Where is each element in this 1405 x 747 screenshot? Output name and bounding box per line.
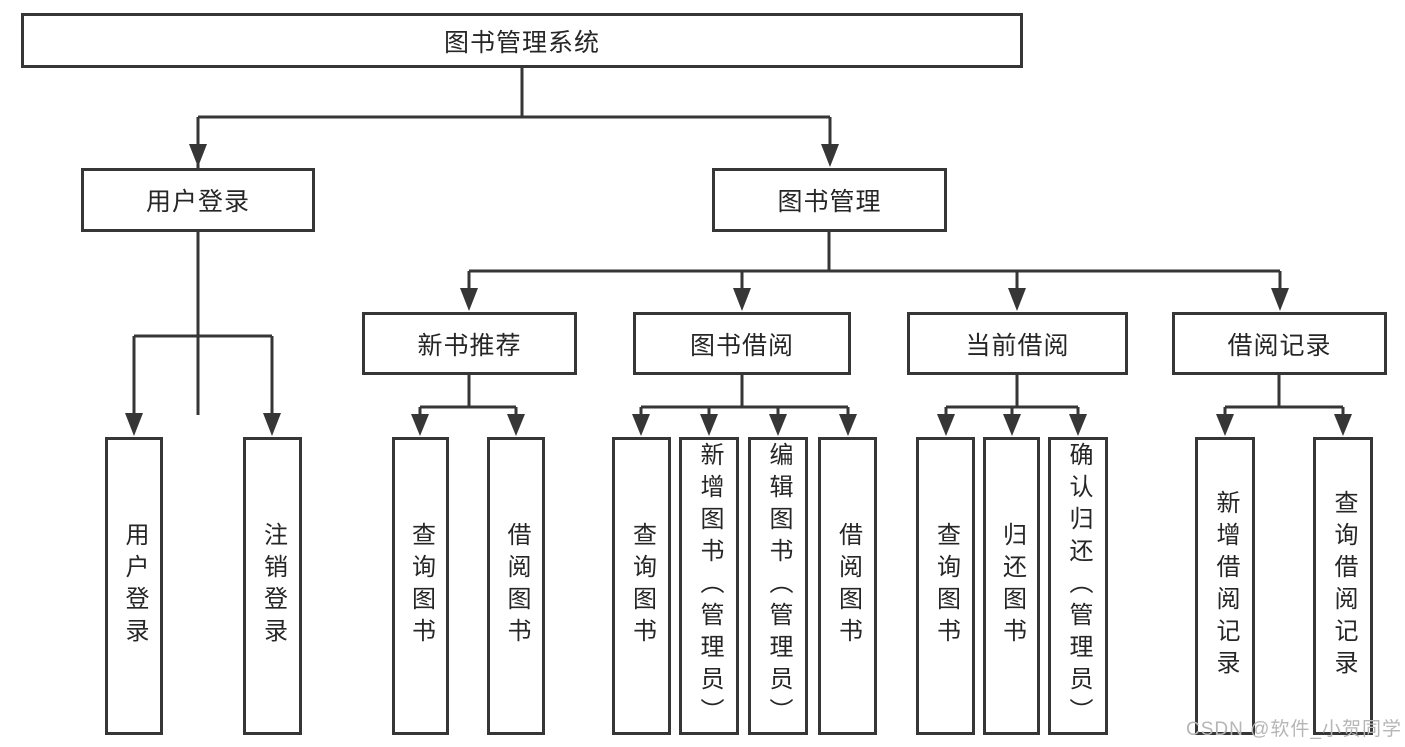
arrow-down-icon [700, 414, 718, 436]
leaf-label: 查询借阅记录 [1330, 490, 1357, 682]
leaf-borrow-books: 借阅图书 [818, 437, 877, 735]
node-label: 用户登录 [145, 188, 250, 216]
arrow-down-icon [1334, 414, 1352, 436]
node-label: 图书管理 [777, 188, 882, 216]
leaf-label: 用户登录 [121, 522, 148, 650]
arrow-down-icon [769, 414, 787, 436]
arrow-down-icon [507, 414, 525, 436]
leaf-label: 注销登录 [259, 522, 287, 650]
node-user-login: 用户登录 [81, 168, 315, 232]
leaf-label: 查询图书 [628, 522, 656, 650]
node-borrowing-records: 借阅记录 [1172, 312, 1387, 375]
leaf-user-login: 用户登录 [105, 437, 163, 735]
arrow-down-icon [733, 288, 751, 311]
node-label: 当前借阅 [965, 331, 1070, 360]
leaf-edit-book-admin: 编辑图书（管理员） [748, 437, 808, 735]
leaf-query-books-current: 查询图书 [916, 437, 975, 735]
arrow-down-icon [632, 414, 650, 436]
leaf-label: 借阅图书 [834, 522, 862, 650]
edge-book-mgmt-to-level3 [460, 232, 1289, 311]
node-label: 图书管理系统 [443, 28, 600, 57]
node-library-management-system: 图书管理系统 [21, 13, 1023, 68]
leaf-label: 新增借阅记录 [1212, 490, 1239, 682]
edge-user-login-to-leaves [125, 232, 281, 436]
leaf-query-borrow-record: 查询借阅记录 [1313, 437, 1373, 735]
node-current-borrowing: 当前借阅 [907, 312, 1128, 375]
leaf-add-borrow-record: 新增借阅记录 [1195, 437, 1255, 735]
arrow-down-icon [937, 414, 955, 436]
leaf-add-book-admin: 新增图书（管理员） [679, 437, 739, 735]
edge-book-borrow-to-leaves [632, 375, 857, 436]
leaf-confirm-return-admin: 确认归还（管理员） [1048, 437, 1108, 735]
arrow-down-icon [1008, 288, 1026, 311]
arrow-down-icon [1216, 414, 1234, 436]
leaf-label: 归还图书 [998, 522, 1026, 650]
arrow-down-icon [839, 414, 857, 436]
arrow-down-icon [1069, 414, 1087, 436]
node-new-book-recommendation: 新书推荐 [362, 312, 577, 375]
leaf-label: 确认归还（管理员） [1065, 442, 1092, 730]
node-book-borrowing: 图书借阅 [633, 312, 851, 375]
arrow-down-icon [189, 144, 207, 167]
edge-borrow-record-to-leaves [1216, 375, 1352, 436]
arrow-down-icon [411, 414, 429, 436]
leaf-label: 查询图书 [932, 522, 960, 650]
leaf-label: 新增图书（管理员） [696, 442, 723, 730]
node-label: 借阅记录 [1227, 331, 1332, 360]
arrow-down-icon [125, 413, 143, 436]
leaf-query-books-recommendation: 查询图书 [392, 437, 449, 735]
leaf-query-books-borrowing: 查询图书 [612, 437, 671, 735]
csdn-watermark: CSDN @软件_小贺同学 [1186, 719, 1402, 740]
leaf-label: 查询图书 [407, 522, 435, 650]
leaf-borrow-books-recommendation: 借阅图书 [487, 437, 545, 735]
edge-new-book-rec-to-leaves [411, 375, 525, 436]
arrow-down-icon [460, 288, 478, 311]
arrow-down-icon [1271, 288, 1289, 311]
arrow-down-icon [821, 144, 839, 167]
edge-current-borrow-to-leaves [937, 375, 1087, 436]
arrow-down-icon [1003, 414, 1021, 436]
node-label: 图书借阅 [689, 331, 794, 360]
arrow-down-icon [263, 413, 281, 436]
leaf-label: 借阅图书 [503, 522, 530, 650]
leaf-label: 编辑图书（管理员） [765, 442, 792, 730]
leaf-logout: 注销登录 [243, 437, 302, 735]
node-book-management: 图书管理 [712, 168, 947, 232]
leaf-return-books: 归还图书 [983, 437, 1040, 735]
node-label: 新书推荐 [417, 331, 522, 360]
